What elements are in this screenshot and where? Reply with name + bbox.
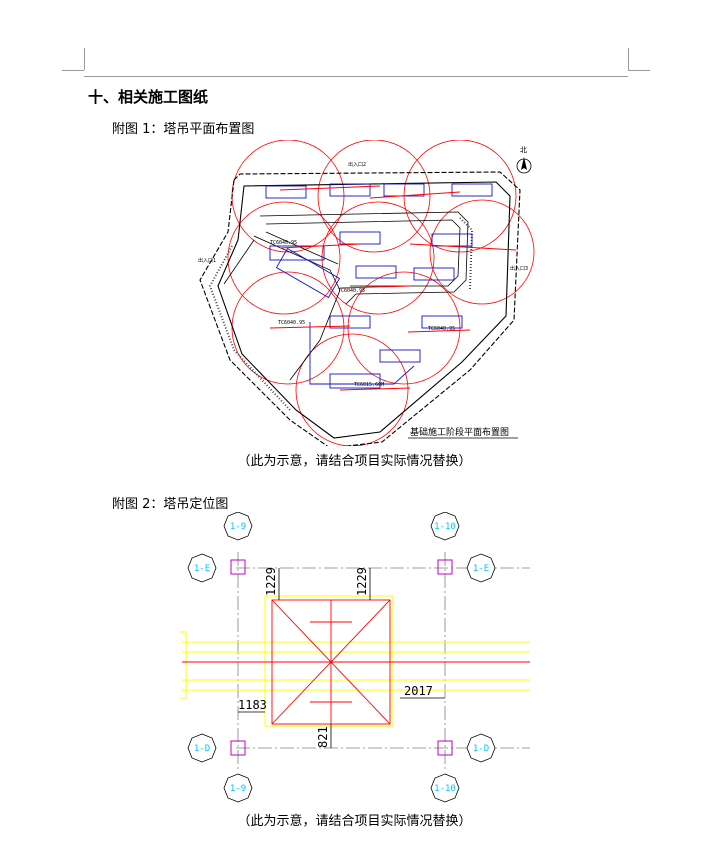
dim-top-right: 1229 [355,567,369,596]
crane-label-3: TC6040.95 [278,320,305,326]
crane-base [182,599,530,725]
north-arrow: 北 [516,146,532,174]
crane-label-4: TC6040.95 [428,326,455,332]
dim-bottom: 821 [316,726,330,748]
site-boundary [199,171,521,446]
header-rule [84,76,628,77]
crop-mark-right-h [628,70,650,71]
section-title: 十、相关施工图纸 [88,88,209,106]
entrance-label-2: 出入口2 [348,161,366,168]
axis-label-bot-right: 1-10 [434,784,456,794]
axis-label-mid-left: 1-E [194,564,210,574]
crane-booms [269,185,517,391]
dim-top-left: 1229 [264,567,278,596]
figure2-label: 附图 2：塔吊定位图 [112,497,229,512]
dim-mid-left: 1183 [238,698,267,712]
drawing-title: 基础施工阶段平面布置图 [410,426,509,438]
figure1-caption: （此为示意，请结合项目实际情况替换） [237,454,472,469]
axis-label-top-left: 1-9 [230,522,246,532]
figure2-positioning-drawing: 1229 1229 1183 2017 821 1-9 1-10 1-E 1-E… [180,512,530,803]
axis-label-top-right: 1-10 [434,522,456,532]
crane-label-2: TC6040.95 [338,288,365,294]
crop-mark-left-v [84,48,85,70]
figure1-site-plan: TC6040.95 TC6040.95 TC6040.95 TC6040.95 … [198,140,535,446]
crane-label-5: TC6015.60M [354,382,384,388]
column-markers [230,559,453,756]
north-label: 北 [520,146,527,154]
crop-mark-left-h [62,70,84,71]
crop-mark-right-v [628,48,629,70]
building-footprints [265,183,493,389]
axis-label-mid-right: 1-E [473,564,489,574]
internal-roads [223,211,469,381]
foundation-beams [180,595,530,727]
axis-bubbles [187,512,496,803]
dim-mid-right: 2017 [404,684,433,698]
dimension-lines [238,568,445,748]
axis-label-bottom-left: 1-D [194,744,210,754]
axis-label-bot-left: 1-9 [230,784,246,794]
entrance-label-1: 出入口1 [198,257,216,264]
figure1-label: 附图 1：塔吊平面布置图 [112,122,255,137]
figure2-caption: （此为示意，请结合项目实际情况替换） [237,814,472,829]
crane-label-1: TC6040.95 [270,240,297,246]
entrance-label-3: 出入口3 [510,265,528,272]
axis-label-bottom-right: 1-D [473,744,489,754]
